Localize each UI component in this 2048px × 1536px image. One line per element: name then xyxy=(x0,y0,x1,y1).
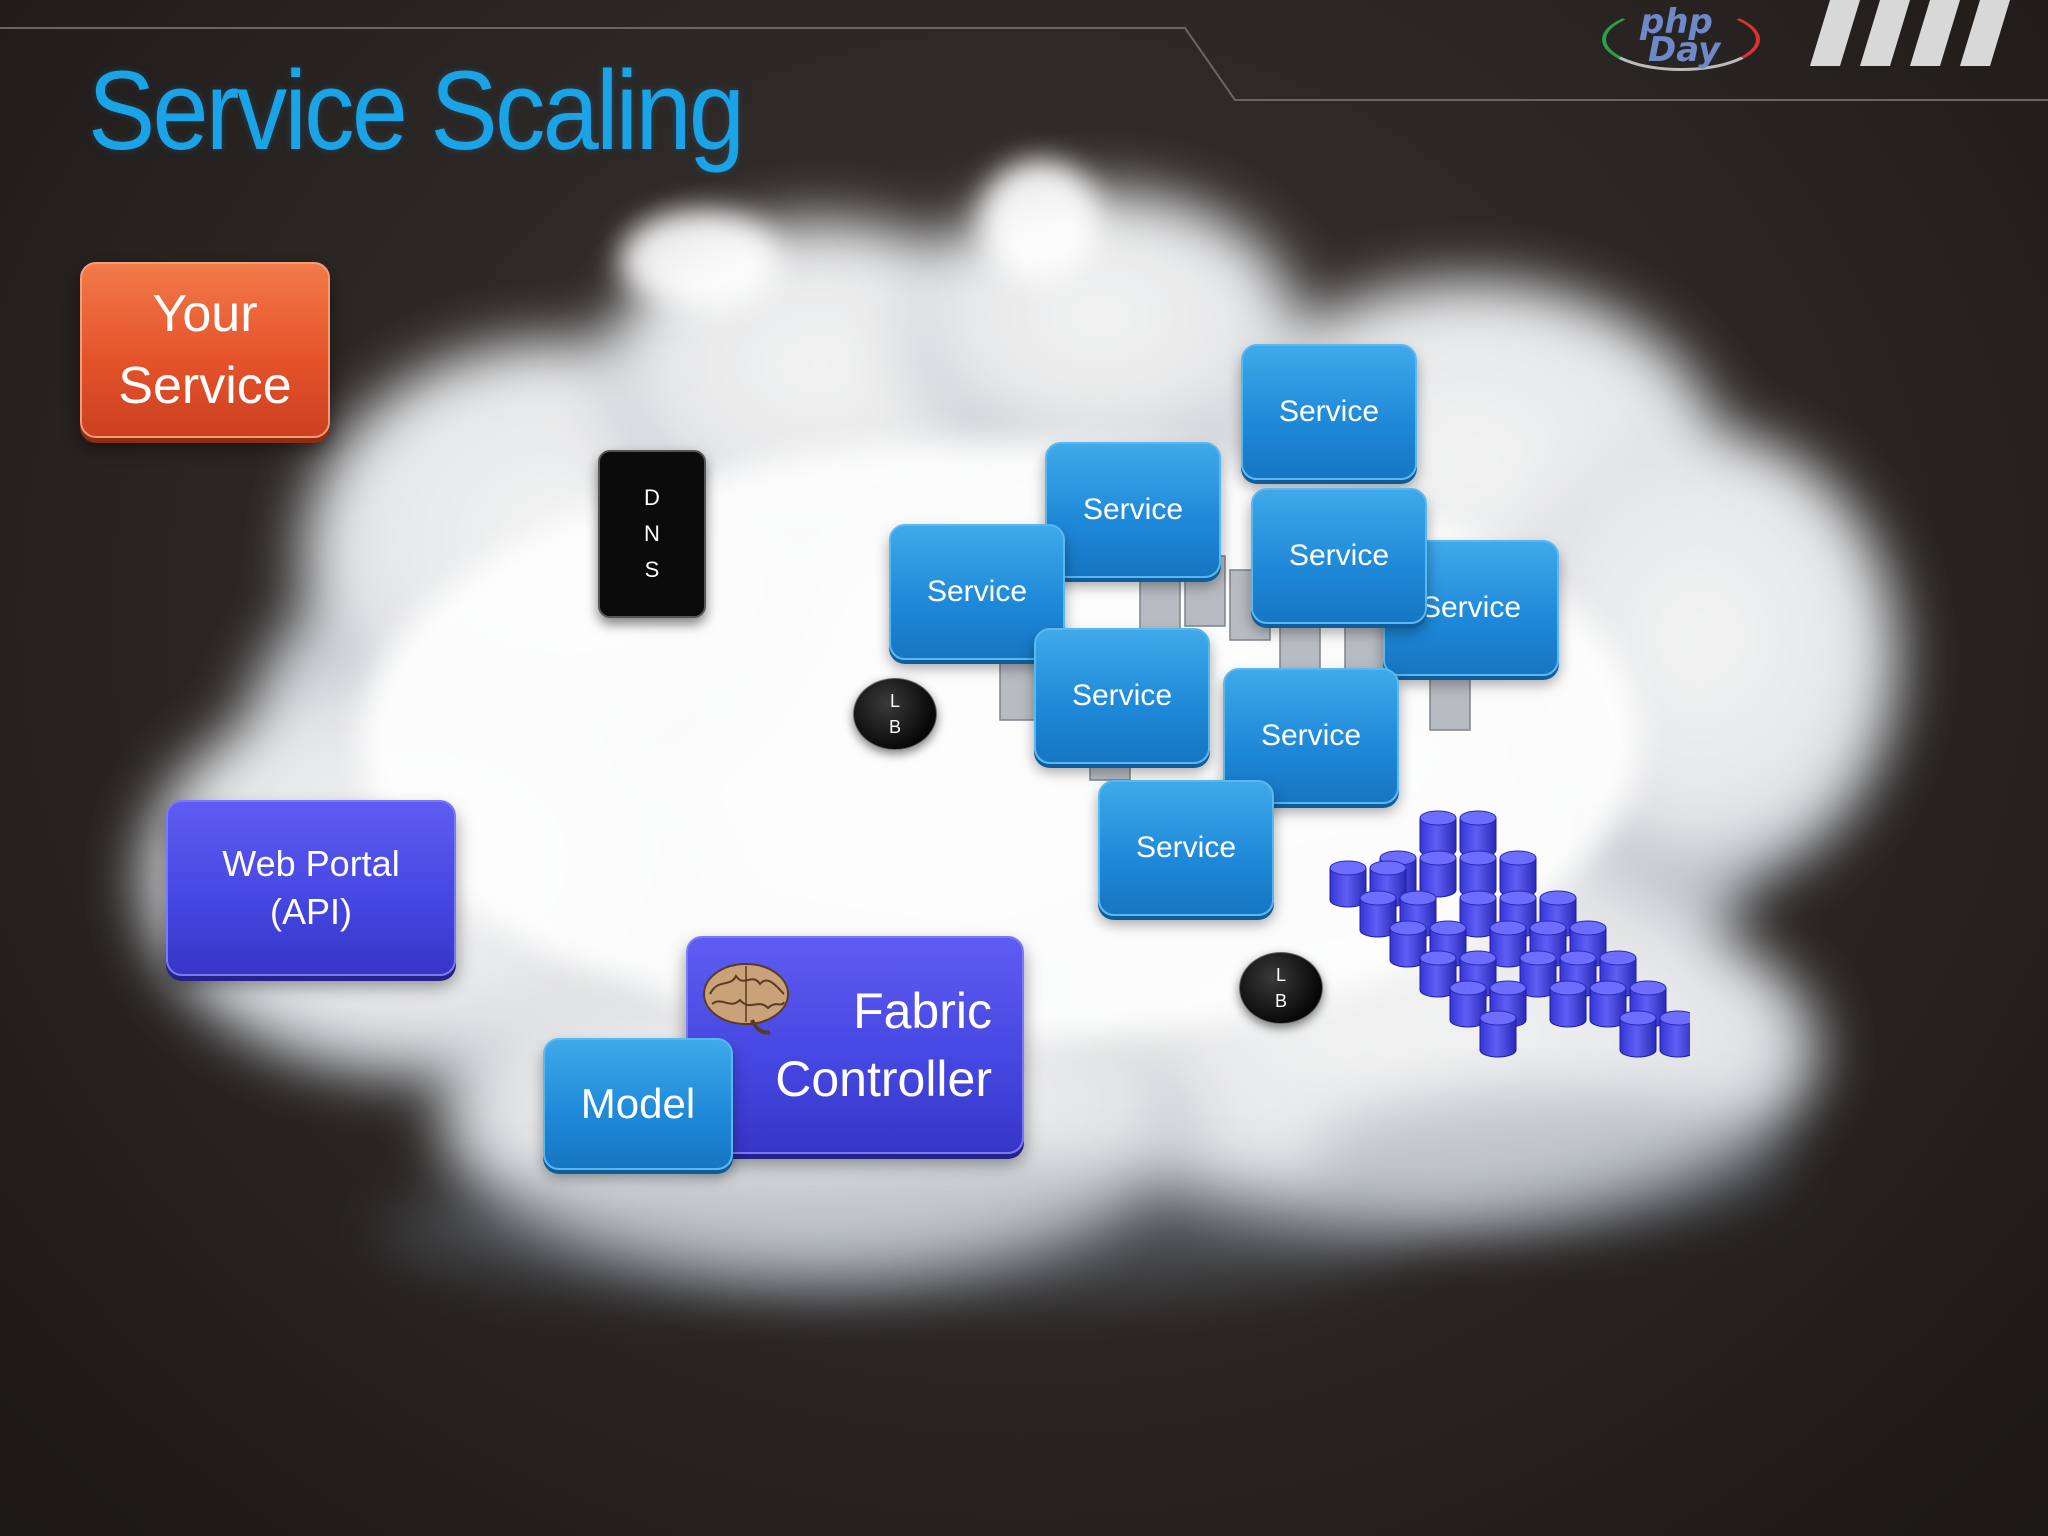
database-icon xyxy=(1329,810,1690,1058)
dns-letter: D xyxy=(644,485,660,510)
database-cylinder-icon xyxy=(1389,920,1427,968)
lb-label-line1: L xyxy=(889,691,900,711)
logo-text-line1: php xyxy=(1640,2,1713,42)
load-balancer-node: L B xyxy=(1239,952,1323,1024)
database-cylinder-icon xyxy=(1549,980,1587,1028)
lb-label-line2: B xyxy=(1274,991,1287,1011)
service-label: Service xyxy=(1071,679,1173,712)
dns-box: D N S xyxy=(598,450,706,618)
service-instance: Service xyxy=(1251,488,1427,624)
database-cylinder-icon xyxy=(1589,980,1627,1028)
database-cylinder-icon xyxy=(1419,850,1457,898)
database-cylinder-icon xyxy=(1519,950,1557,998)
model-label: Model xyxy=(580,1080,696,1127)
database-cylinder-icon xyxy=(1419,950,1457,998)
web-portal-label-line2: (API) xyxy=(269,891,352,932)
web-portal-box: Web Portal (API) xyxy=(166,800,456,976)
service-label: Service xyxy=(1260,719,1362,752)
service-instance: Service xyxy=(1241,344,1417,480)
lb-label-line2: B xyxy=(888,717,901,737)
service-label: Service xyxy=(1278,395,1380,428)
stripes-decoration-icon xyxy=(1810,0,2010,66)
header-decoration-line xyxy=(0,27,2048,101)
lb-label-line1: L xyxy=(1275,965,1286,985)
database-cylinder-icon xyxy=(1419,810,1457,858)
your-service-label-line1: Your xyxy=(152,285,258,343)
load-balancer-node: L B xyxy=(853,678,937,750)
fabric-controller-label-line1: Fabric xyxy=(853,983,992,1039)
service-label: Service xyxy=(1135,831,1237,864)
fabric-controller-label-line2: Controller xyxy=(775,1051,992,1107)
slide-title: Service Scaling xyxy=(88,48,745,173)
database-cylinder-icon xyxy=(1459,810,1497,858)
service-label: Service xyxy=(1420,591,1522,624)
dns-letter: S xyxy=(644,557,660,582)
database-cylinder-icon xyxy=(1659,1010,1690,1058)
your-service-box: Your Service xyxy=(80,262,330,438)
database-cylinder-icon xyxy=(1449,980,1487,1028)
logo-text-line2: Day xyxy=(1648,30,1721,70)
model-box: Model xyxy=(543,1038,733,1170)
database-cylinder-icon xyxy=(1619,1010,1657,1058)
database-cylinder-icon xyxy=(1329,860,1367,908)
service-label: Service xyxy=(1288,539,1390,572)
database-cylinder-icon xyxy=(1459,850,1497,898)
web-portal-label-line1: Web Portal xyxy=(222,843,400,884)
database-cylinder-icon xyxy=(1499,850,1537,898)
phpday-logo: php Day xyxy=(1600,0,1760,78)
service-instance: Service xyxy=(1034,628,1210,764)
service-instance: Service xyxy=(1098,780,1274,916)
database-cylinder-icon xyxy=(1479,1010,1517,1058)
dns-letter: N xyxy=(644,521,660,546)
logo-ring-icon xyxy=(1602,8,1760,71)
service-label: Service xyxy=(1082,493,1184,526)
your-service-label-line2: Service xyxy=(118,357,292,415)
service-label: Service xyxy=(926,575,1028,608)
brain-icon xyxy=(703,963,789,1035)
service-instance: Service xyxy=(1045,442,1221,578)
